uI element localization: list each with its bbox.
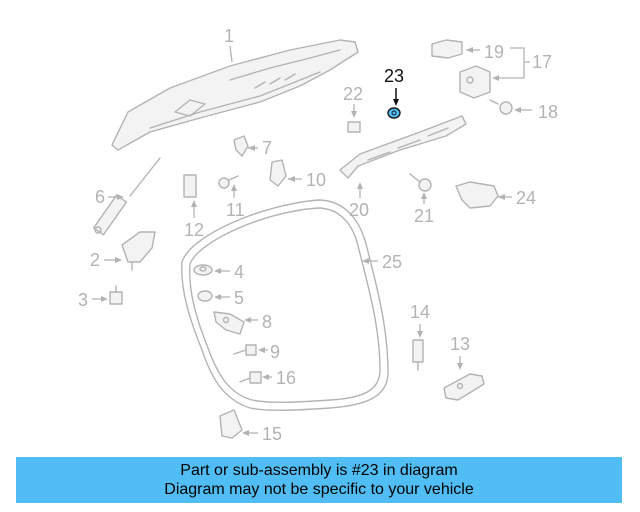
part-5-grommet [197,290,213,302]
label-21: 21 [414,206,434,226]
label-12: 12 [184,220,204,240]
part-22-cap [347,121,361,133]
part-7-clip [233,135,249,157]
part-2-hinge [121,231,156,271]
label-16: 16 [276,368,296,388]
part-1-liftgate-panel [111,39,359,151]
label-15: 15 [262,424,282,444]
part-10-bracket [269,159,287,187]
leader-17 [496,47,525,79]
part-20-garnish [339,115,467,179]
part-16-stopper [239,371,262,384]
part-6-gas-strut [92,157,161,236]
label-22: 22 [343,84,363,104]
label-9: 9 [270,342,280,362]
part-9-bolt [233,344,257,356]
label-24: 24 [516,188,536,208]
label-10: 10 [306,170,326,190]
part-15-cover [219,409,243,439]
part-18-screw [489,99,513,115]
leader-1 [229,45,233,63]
part-8-latch-plate [213,311,245,335]
label-20: 20 [349,200,369,220]
label-11: 11 [226,200,245,220]
label-6: 6 [95,187,105,207]
part-23-nut [387,107,401,119]
part-13-handle [443,373,485,401]
part-25-weatherstrip [181,199,389,412]
label-13: 13 [450,334,470,354]
part-12-bumper-stop [183,174,197,198]
label-19: 19 [484,42,504,62]
parts-diagram: 1 6 2 3 7 12 11 1 [78,26,558,444]
label-1: 1 [224,26,234,46]
banner-line-disclaimer: Diagram may not be specific to your vehi… [164,481,474,498]
part-11-bolt [218,175,239,189]
info-banner: Part or sub-assembly is #23 in diagram D… [16,457,622,503]
part-3-bolt [109,285,123,305]
label-25: 25 [382,252,402,272]
label-3: 3 [78,290,88,310]
label-17: 17 [532,52,552,72]
label-18: 18 [538,102,558,122]
label-4: 4 [234,262,244,282]
part-24-bracket [455,181,499,209]
label-23: 23 [384,66,404,86]
part-4-grommet [193,264,213,276]
part-17-lock-assembly [459,65,491,99]
label-2: 2 [90,250,100,270]
banner-line-part-info: Part or sub-assembly is #23 in diagram [180,462,458,479]
part-19-block [431,39,463,59]
part-21-bolt [409,173,432,192]
label-14: 14 [410,302,430,322]
label-5: 5 [234,288,244,308]
label-8: 8 [262,312,272,332]
label-7: 7 [262,138,272,158]
part-14-stopper [412,339,424,371]
